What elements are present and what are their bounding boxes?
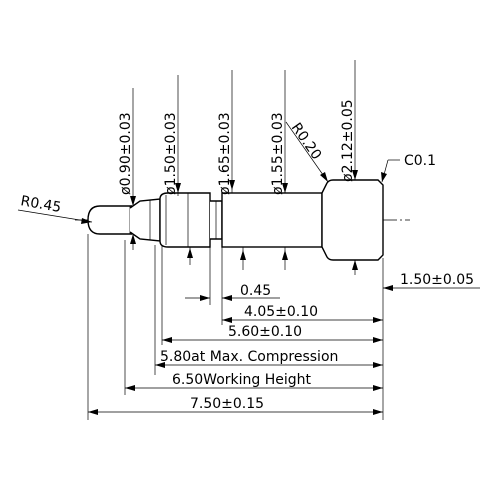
max-compression-dimension: 5.80at Max. Compression [155,349,383,368]
barrel-length-dimension: 4.05±0.10 [222,304,383,323]
groove-length-label: 0.45 [240,283,271,299]
chamfer-callout: C0.1 [381,153,436,183]
pin-outline [75,179,410,261]
collar-diameter-label: ø1.65±0.03 [217,112,233,195]
chamfer-label: C0.1 [404,153,436,169]
plunger-shoulder [129,198,161,242]
plunger-tip [87,205,132,235]
fillet-radius-label: R0.20 [288,120,325,163]
sleeve-length-dimension: 5.60±0.10 [162,324,383,343]
horizontal-extension-lines [87,234,384,420]
bottom-diameter-arrows [130,234,358,275]
max-compression-label: 5.80at Max. Compression [160,349,338,365]
barrel-length-label: 4.05±0.10 [244,304,318,320]
head-length-dimension: 1.50±0.05 [383,272,480,291]
sleeve-length-label: 5.60±0.10 [228,324,302,340]
fillet-callout: R0.20 [285,120,329,183]
plunger-diameter-label: ø1.50±0.03 [163,112,179,195]
total-length-dimension: 7.50±0.15 [88,396,383,415]
working-height-dimension: 6.50Working Height [125,372,383,391]
total-length-label: 7.50±0.15 [190,396,264,412]
barrel-collar [159,192,211,248]
head-length-label: 1.50±0.05 [400,272,474,288]
working-height-label: 6.50Working Height [172,372,312,388]
barrel-body [221,192,323,248]
barrel-head [321,179,384,261]
tip-radius-callout: R0.45 [17,193,93,224]
top-leader-arrows [130,170,358,206]
head-diameter-label: ø2.12±0.05 [340,99,356,182]
tip-radius-label: R0.45 [19,193,62,216]
groove-dimension: 0.45 [185,283,280,301]
tip-diameter-label: ø0.90±0.03 [118,112,134,195]
barrel-diameter-label: ø1.55±0.03 [270,112,286,195]
top-extension-lines [132,60,356,206]
